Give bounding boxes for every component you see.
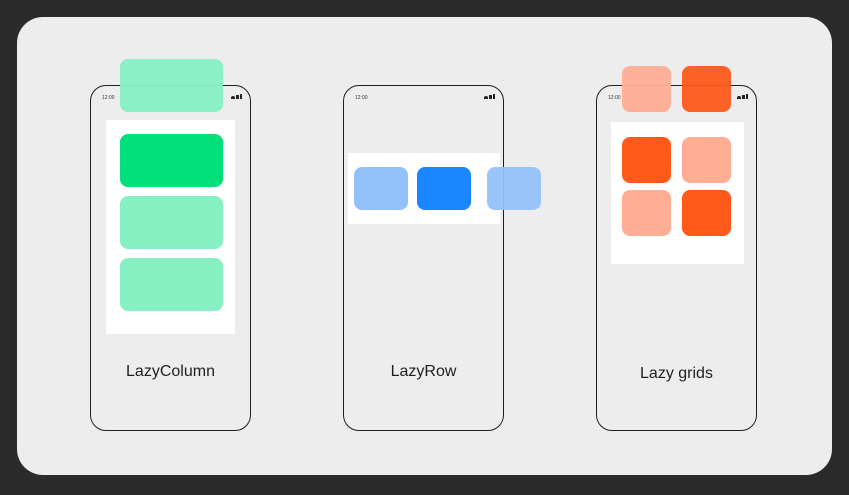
row-item-offscreen [487,167,541,210]
phone-label: Lazy grids [640,365,713,382]
column-item-1 [120,134,223,187]
grid-item-offscreen-1 [622,66,671,112]
status-time: 12:00 [102,95,115,101]
grid-item-4 [682,190,731,236]
column-item-2 [120,196,223,249]
status-icons [737,94,748,99]
status-icons [484,94,495,99]
status-time: 12:00 [355,95,368,101]
column-item-offscreen [120,59,223,112]
phone-lazyrow: 12:00 LazyRow [343,85,504,431]
phone-label: LazyRow [390,363,457,380]
grid-item-offscreen-2 [682,66,731,112]
grid-item-3 [622,190,671,236]
status-icons [231,94,242,99]
column-item-3 [120,258,223,311]
grid-item-2 [682,137,731,183]
row-item-1 [354,167,408,210]
phone-lazy-grids: 12:00 Lazy grids [596,85,757,431]
phone-label: LazyColumn [126,363,215,380]
grid-item-1 [622,137,671,183]
status-time: 12:00 [608,95,621,101]
row-item-2 [417,167,471,210]
